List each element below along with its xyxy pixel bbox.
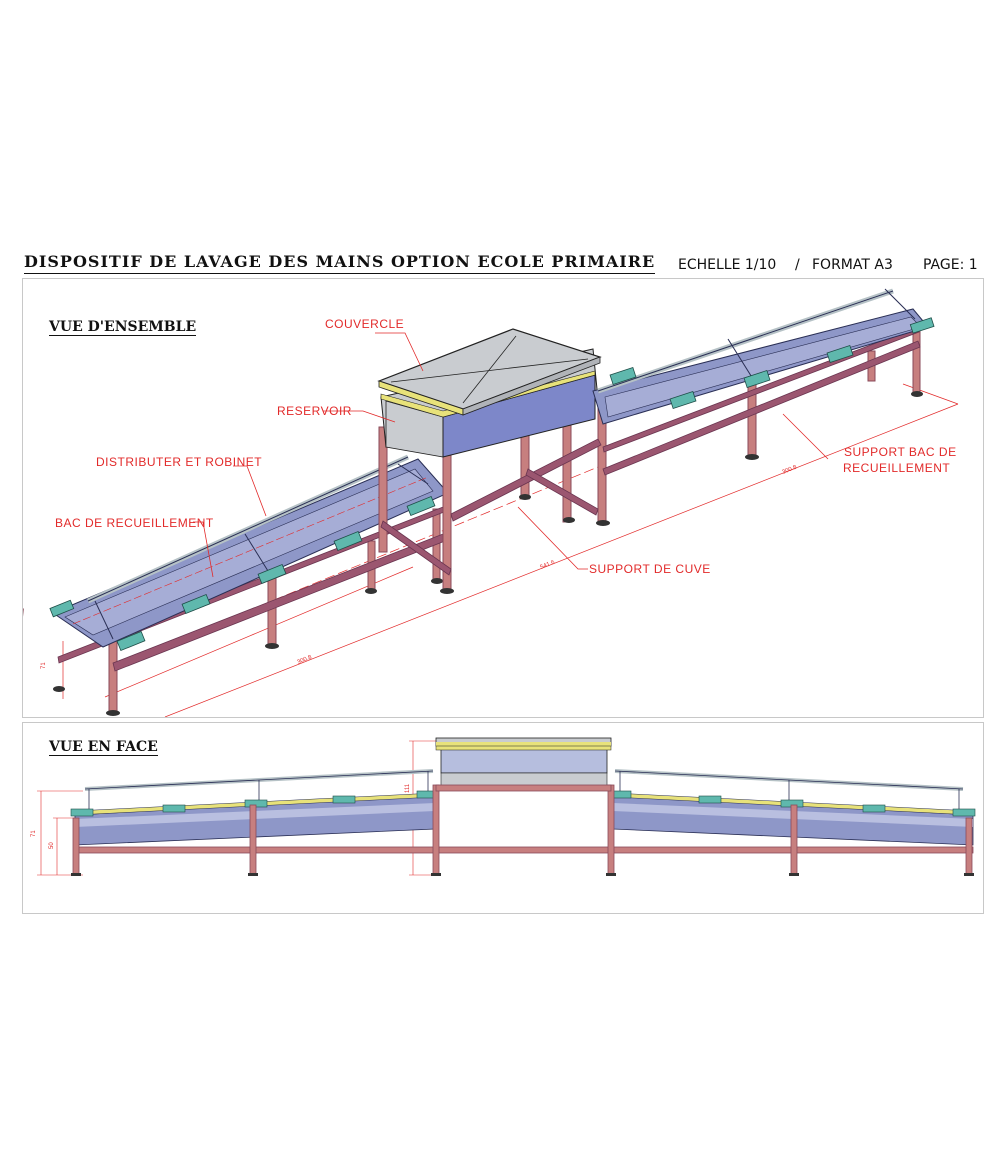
front-view-label: VUE EN FACE (49, 739, 158, 756)
overview-panel: VUE D'ENSEMBLE (22, 278, 984, 718)
callout-distributor: DISTRIBUTER ET ROBINET (96, 455, 262, 469)
callout-tank: RESERVOIR (277, 404, 352, 418)
format-text: FORMAT A3 (812, 257, 893, 273)
scale-text: ECHELLE 1/10 (678, 257, 777, 273)
callout-basin-support-line2: RECUEILLEMENT (843, 461, 950, 475)
front-view-drawing: 71 50 111 (31, 737, 976, 876)
sheet-title: DISPOSITIF DE LAVAGE DES MAINS OPTION EC… (24, 252, 656, 274)
front-dim-total-height: 71 (31, 830, 37, 837)
dim-right-length: 300.8 (782, 464, 799, 475)
callout-basin: BAC DE RECUEILLEMENT (55, 516, 214, 530)
front-dim-tank-height: 111 (405, 783, 411, 793)
overview-label: VUE D'ENSEMBLE (49, 319, 197, 336)
right-basin-assembly (592, 288, 935, 476)
front-dim-basin-height: 50 (49, 842, 55, 849)
callout-tank-support: SUPPORT DE CUVE (589, 562, 711, 576)
overview-drawing: COUVERCLE RESERVOIR DISTRIBUTER ET ROBIN… (23, 288, 959, 717)
page-number: PAGE: 1 (923, 257, 978, 273)
front-tank (435, 737, 612, 788)
callout-basin-support-line1: SUPPORT BAC DE (844, 445, 957, 459)
tank-assembly (377, 328, 610, 594)
left-basin-assembly (23, 454, 449, 716)
dim-mid-length: 541.6 (540, 559, 557, 570)
dim-height: 71 (41, 662, 47, 669)
overview-leader-lines (193, 332, 829, 578)
callout-lid: COUVERCLE (325, 317, 404, 331)
front-view-panel: VUE EN FACE (22, 722, 984, 914)
dim-left-length: 300.8 (297, 654, 314, 665)
meta-separator: / (795, 257, 800, 273)
